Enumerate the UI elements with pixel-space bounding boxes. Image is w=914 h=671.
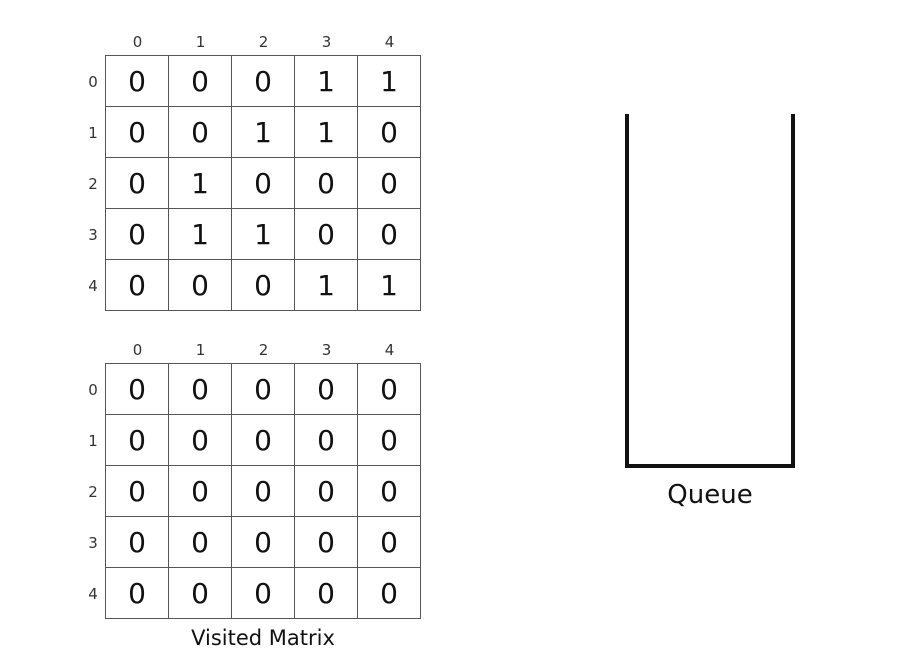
visited-column-label: 3 (321, 341, 332, 359)
grid-cell: 0 (168, 55, 232, 107)
visited-cell: 0 (357, 363, 421, 415)
visited-row: 0 0 0 0 0 (105, 465, 421, 517)
visited-cell: 0 (294, 567, 358, 619)
visited-row: 0 0 0 0 0 (105, 567, 421, 619)
visited-cell: 0 (168, 567, 232, 619)
queue-label: Queue (667, 480, 753, 510)
visited-row: 0 0 0 0 0 (105, 363, 421, 415)
grid-row-label: 3 (88, 225, 98, 244)
grid-column-label: 4 (384, 33, 395, 51)
visited-cell: 0 (231, 363, 295, 415)
grid-row-labels: 0 1 2 3 4 (82, 56, 104, 311)
visited-column-label: 1 (195, 341, 206, 359)
visited-cell: 0 (231, 414, 295, 466)
grid-cell: 1 (294, 55, 358, 107)
grid-row: 0 1 1 0 0 (105, 208, 421, 260)
visited-row-label: 2 (88, 482, 98, 501)
visited-matrix-caption: Visited Matrix (191, 626, 335, 650)
grid-row: 0 0 0 1 1 (105, 259, 421, 311)
visited-cell: 0 (231, 516, 295, 568)
grid-cell: 0 (105, 157, 169, 209)
grid-column-label: 0 (132, 33, 143, 51)
grid-cell: 0 (168, 106, 232, 158)
grid-cell: 1 (357, 55, 421, 107)
visited-cell: 0 (105, 465, 169, 517)
grid-row: 0 0 0 1 1 (105, 55, 421, 107)
grid-cell: 1 (294, 106, 358, 158)
visited-cell: 0 (357, 465, 421, 517)
grid-cell: 1 (231, 208, 295, 260)
visited-row-labels: 0 1 2 3 4 (82, 364, 104, 619)
grid-cell: 0 (231, 259, 295, 311)
visited-cell: 0 (357, 516, 421, 568)
grid-cell: 0 (231, 157, 295, 209)
visited-row: 0 0 0 0 0 (105, 414, 421, 466)
visited-cell: 0 (294, 516, 358, 568)
visited-cell: 0 (357, 414, 421, 466)
grid-cell: 0 (294, 208, 358, 260)
queue-container (625, 114, 795, 468)
visited-column-labels: 0 1 2 3 4 (106, 341, 421, 359)
grid-row-label: 1 (88, 123, 98, 142)
visited-cell: 0 (357, 567, 421, 619)
grid-cell: 0 (294, 157, 358, 209)
grid-cell: 0 (357, 208, 421, 260)
grid-cell: 1 (168, 157, 232, 209)
visited-cell: 0 (231, 567, 295, 619)
grid-cell: 0 (105, 106, 169, 158)
grid-column-label: 2 (258, 33, 269, 51)
visited-cell: 0 (231, 465, 295, 517)
grid-cell: 1 (294, 259, 358, 311)
visited-cell: 0 (105, 516, 169, 568)
grid-row: 0 1 0 0 0 (105, 157, 421, 209)
grid-cell: 1 (357, 259, 421, 311)
grid-cell: 0 (105, 55, 169, 107)
visited-cell: 0 (294, 363, 358, 415)
grid-cell: 1 (231, 106, 295, 158)
visited-row-label: 3 (88, 533, 98, 552)
grid-cell: 0 (168, 259, 232, 311)
grid-cell: 0 (357, 106, 421, 158)
visited-row-label: 4 (88, 584, 98, 603)
grid-cell: 0 (357, 157, 421, 209)
grid-row-label: 2 (88, 174, 98, 193)
visited-row-label: 0 (88, 380, 98, 399)
grid-matrix: 0 0 0 1 1 0 0 1 1 0 0 1 0 0 0 0 1 1 0 0 … (105, 55, 421, 311)
visited-cell: 0 (168, 516, 232, 568)
visited-cell: 0 (168, 414, 232, 466)
grid-cell: 0 (231, 55, 295, 107)
visited-column-label: 0 (132, 341, 143, 359)
grid-column-label: 1 (195, 33, 206, 51)
visited-cell: 0 (168, 363, 232, 415)
grid-row-label: 0 (88, 72, 98, 91)
visited-column-label: 4 (384, 341, 395, 359)
visited-column-label: 2 (258, 341, 269, 359)
visited-row: 0 0 0 0 0 (105, 516, 421, 568)
grid-row-label: 4 (88, 276, 98, 295)
grid-column-labels: 0 1 2 3 4 (106, 33, 421, 51)
visited-cell: 0 (105, 567, 169, 619)
visited-cell: 0 (105, 414, 169, 466)
visited-cell: 0 (105, 363, 169, 415)
grid-cell: 1 (168, 208, 232, 260)
grid-cell: 0 (105, 259, 169, 311)
visited-cell: 0 (168, 465, 232, 517)
visited-matrix: 0 0 0 0 0 0 0 0 0 0 0 0 0 0 0 0 0 0 0 0 … (105, 363, 421, 619)
visited-cell: 0 (294, 465, 358, 517)
visited-cell: 0 (294, 414, 358, 466)
grid-column-label: 3 (321, 33, 332, 51)
visited-row-label: 1 (88, 431, 98, 450)
grid-row: 0 0 1 1 0 (105, 106, 421, 158)
grid-cell: 0 (105, 208, 169, 260)
